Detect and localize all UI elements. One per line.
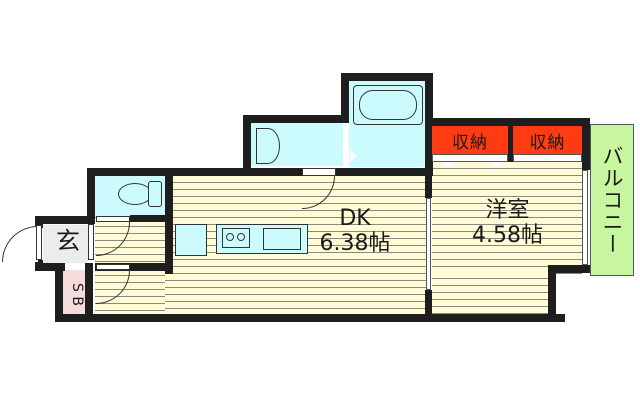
washing-machine-icon: [175, 224, 207, 256]
wall: [85, 263, 93, 318]
wall: [165, 168, 173, 223]
toilet-tank-icon: [148, 181, 162, 207]
sliding-door[interactable]: [426, 198, 431, 290]
wall: [425, 290, 432, 320]
wall: [548, 265, 590, 273]
front-door-swing[interactable]: [2, 226, 38, 262]
toilet-icon: [118, 183, 152, 205]
wall: [35, 263, 65, 271]
dk-label: DK 6.38帖: [300, 206, 410, 257]
shoe-box-label: S B: [69, 282, 85, 306]
shoe-box: [63, 270, 85, 314]
closet-door-marker: [490, 162, 502, 168]
wall: [35, 260, 43, 271]
storage-label: 収納: [452, 132, 488, 153]
western-room-label: 洋室 4.58帖: [450, 198, 565, 249]
western-room-floor: [432, 162, 582, 274]
wall: [165, 216, 173, 274]
wall: [87, 168, 430, 176]
wall: [548, 265, 556, 322]
balcony: バルコニー: [590, 124, 634, 276]
dk-room-name: DK: [339, 206, 371, 231]
wall: [243, 115, 349, 123]
balcony-label: バルコニー: [600, 145, 624, 255]
entry-inner-door[interactable]: [88, 224, 94, 260]
burner-icon: [226, 233, 234, 241]
wall: [55, 314, 565, 322]
wall: [425, 118, 590, 126]
western-room-name: 洋室: [485, 198, 530, 223]
burner-icon: [237, 233, 245, 241]
front-door[interactable]: [36, 225, 42, 260]
washbasin-icon: [256, 128, 280, 164]
sink-icon: [263, 228, 301, 250]
balcony-window[interactable]: [582, 170, 588, 265]
storage-closet-1: 収納: [432, 126, 508, 154]
bath-door-marker: [350, 150, 357, 162]
toilet-door[interactable]: [96, 216, 130, 222]
closet-doors[interactable]: [432, 154, 508, 162]
stove-icon: [222, 228, 250, 248]
western-room-size: 4.58帖: [472, 223, 543, 249]
wall: [130, 215, 173, 222]
wall: [425, 168, 432, 198]
bathtub-basin-icon: [359, 90, 417, 120]
storage-closet-2: 収納: [513, 126, 582, 154]
entrance-label: 玄: [56, 227, 80, 255]
washroom-door[interactable]: [302, 168, 336, 176]
wall: [243, 115, 251, 176]
entrance: [43, 225, 88, 263]
dk-room-size: 6.38帖: [319, 231, 391, 257]
wall: [35, 216, 43, 228]
wall: [508, 124, 513, 162]
closet-door-marker: [442, 162, 454, 168]
wall: [341, 73, 433, 81]
wall: [35, 216, 95, 224]
storage-label: 収納: [529, 132, 566, 153]
western-room-floor-lower: [432, 272, 548, 314]
wall: [87, 168, 95, 220]
wall: [55, 263, 63, 322]
wall: [341, 73, 349, 123]
wall: [95, 263, 173, 271]
wall: [582, 118, 590, 170]
closet-doors[interactable]: [513, 154, 582, 162]
corridor-door[interactable]: [96, 264, 130, 270]
